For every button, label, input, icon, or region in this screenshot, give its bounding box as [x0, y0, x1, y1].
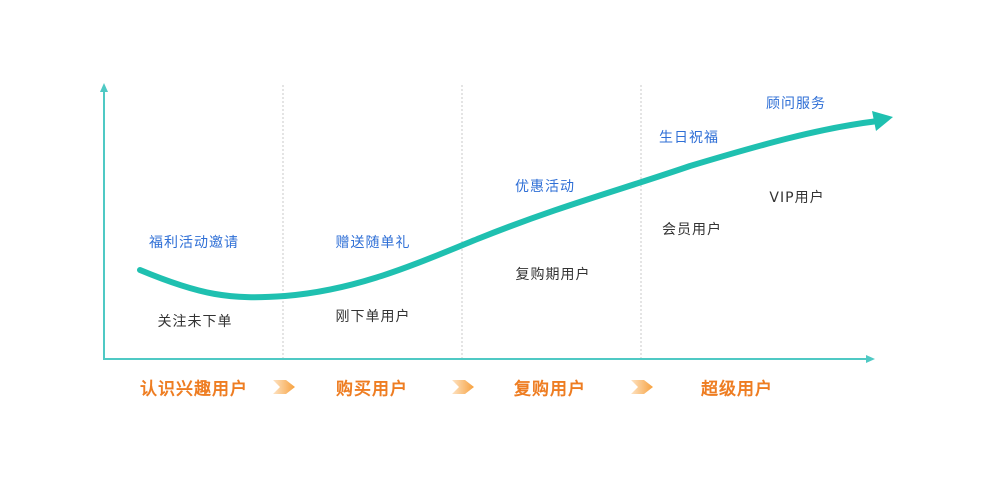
- stage-arrow-icon: [452, 380, 474, 394]
- state-label: 刚下单用户: [335, 309, 411, 325]
- stage-arrow-icon: [273, 380, 295, 394]
- state-label: VIP用户: [769, 190, 825, 206]
- action-label: 顾问服务: [766, 96, 826, 112]
- x-axis-arrow-icon: [866, 355, 875, 363]
- state-label: 会员用户: [662, 222, 722, 238]
- action-label: 福利活动邀请: [149, 235, 239, 251]
- action-label: 赠送随单礼: [335, 235, 411, 251]
- stage-label: 超级用户: [701, 379, 773, 400]
- action-label: 优惠活动: [515, 179, 575, 195]
- stage-label: 认识兴趣用户: [140, 379, 248, 400]
- state-label: 复购期用户: [515, 267, 591, 283]
- state-label: 关注未下单: [157, 314, 233, 330]
- stage-label: 复购用户: [514, 379, 586, 400]
- growth-curve: [137, 118, 881, 301]
- stage-label: 购买用户: [336, 379, 408, 400]
- stage-arrow-icon: [631, 380, 653, 394]
- y-axis-arrow-icon: [100, 83, 108, 92]
- curve-arrow-icon: [872, 111, 893, 131]
- action-label: 生日祝福: [659, 130, 719, 146]
